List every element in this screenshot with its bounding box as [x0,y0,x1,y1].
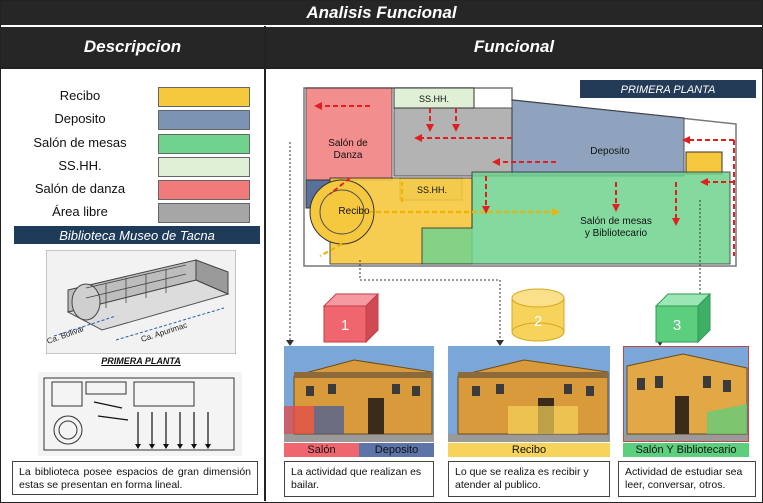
photo-1-caption-salon: Salón [284,443,359,457]
description-box: La biblioteca posee espacios de gran dim… [12,461,258,495]
legend-swatch [158,157,250,177]
block-2: 2 [511,288,565,342]
room-salon-mesas [421,171,731,265]
legend-label: Recibo [59,88,101,103]
photo-3-caption: Salón Y Bibliotecario [623,443,749,457]
plan-tag: PRIMERA PLANTA [621,84,716,96]
legend-label: Salón de mesas [33,135,127,150]
plan-tag-box [580,80,756,98]
legend-swatch [158,134,250,154]
photo-1-caption-deposito: Deposito [359,443,434,457]
block-number: 2 [534,313,542,330]
room-label-deposito: Deposito [590,146,630,157]
floor-label: PRIMERA PLANTA [101,356,181,366]
legend-item-sshh: SS.HH. [10,156,250,178]
room-area-libre [393,107,513,177]
block-1: 1 [322,292,380,344]
functional-floor-plan: PRIMERA PLANTA [290,78,758,276]
activity-box-2: Lo que se realiza es recibir y atender a… [448,461,610,497]
legend-swatch [158,110,250,130]
caption-text: Salón Y Bibliotecario [635,444,737,456]
legend-item-salon-danza: Salón de danza [10,179,250,201]
legend-label: Área libre [52,204,108,219]
legend-swatch [158,203,250,223]
caption-text: Recibo [511,444,547,456]
column-divider [264,26,266,501]
photo-building-1 [284,346,434,442]
legend-swatch [158,180,250,200]
photo-2-caption: Recibo [448,443,610,457]
block-3: 3 [654,292,712,344]
floor-plan-sketch [38,372,242,456]
caption-text: Salón [307,444,336,456]
legend-label: Salón de danza [34,181,126,196]
photo-building-2 [448,346,610,442]
header-divider [1,67,762,69]
room-label-sshh-top: SS.HH. [419,94,449,104]
legend-item-salon-mesas: Salón de mesas [10,133,250,155]
block-number: 1 [341,317,349,334]
table-title: Analisis Funcional [1,1,762,25]
legend-item-deposito: Deposito [10,109,250,131]
building-subtitle: Biblioteca Museo de Tacna [14,226,260,244]
activity-text: La actividad que realizan es bailar. [291,466,422,491]
activity-text: Actividad de estudiar sea leer, conversa… [625,466,743,491]
column-header-funcional: Funcional [266,27,762,67]
activity-box-1: La actividad que realizan es bailar. [284,461,434,497]
legend-label: Deposito [54,111,106,126]
description-text: La biblioteca posee espacios de gran dim… [19,466,251,491]
activity-box-3: Actividad de estudiar sea leer, conversa… [618,461,756,497]
caption-text: Deposito [374,444,419,456]
legend-item-recibo: Recibo [10,86,250,108]
legend-swatch [158,87,250,107]
room-label-sshh-middle: SS.HH. [417,185,447,195]
legend-item-area-libre: Área libre [10,202,250,224]
room-label-recibo: Recibo [338,206,370,217]
building-axonometric-drawing: Ca. Bolivar Ca. Apurimac [46,250,236,354]
photo-building-3 [623,346,749,442]
activity-text: Lo que se realiza es recibir y atender a… [455,466,589,491]
column-header-descripcion: Descripcion [1,27,264,67]
legend-label: SS.HH. [58,158,102,173]
block-number: 3 [673,317,681,334]
